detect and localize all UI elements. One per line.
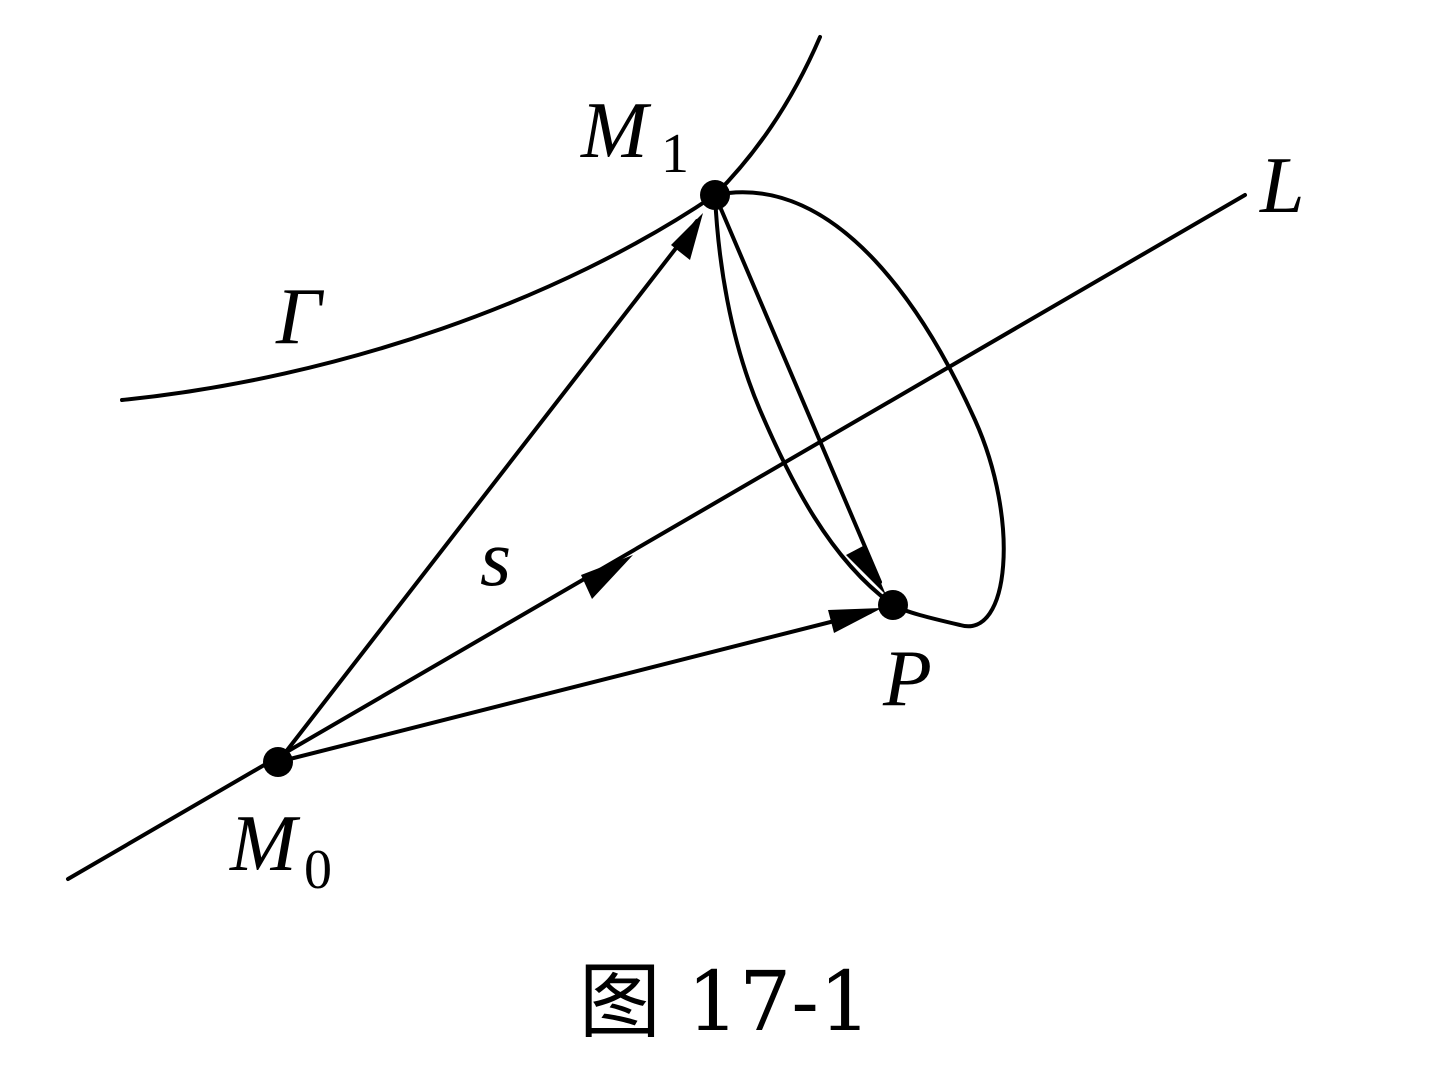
arrowhead-m0-m1 <box>671 213 703 260</box>
loop-curve <box>713 190 1006 629</box>
vector-m0-p <box>276 610 872 764</box>
arrowhead-m0-p <box>828 608 882 633</box>
point-p-dot <box>878 590 908 620</box>
arrowhead-m1-p <box>846 545 886 595</box>
label-m0: M <box>229 800 301 888</box>
line-l <box>66 193 1247 881</box>
label-m0-subscript: 0 <box>304 839 332 901</box>
point-m0-dot <box>263 747 293 777</box>
vector-m1-p <box>713 193 882 584</box>
label-p: P <box>882 635 932 723</box>
curve-gamma <box>120 35 822 402</box>
label-m1: M <box>580 87 652 175</box>
figure-caption: 图 17-1 <box>579 955 871 1050</box>
label-s: s <box>480 515 511 603</box>
label-gamma: Γ <box>275 273 325 361</box>
label-m1-subscript: 1 <box>661 123 689 185</box>
point-m1-dot <box>700 180 730 210</box>
vector-m0-m1 <box>276 219 699 764</box>
label-l: L <box>1259 142 1305 230</box>
arrowhead-s <box>581 555 633 599</box>
